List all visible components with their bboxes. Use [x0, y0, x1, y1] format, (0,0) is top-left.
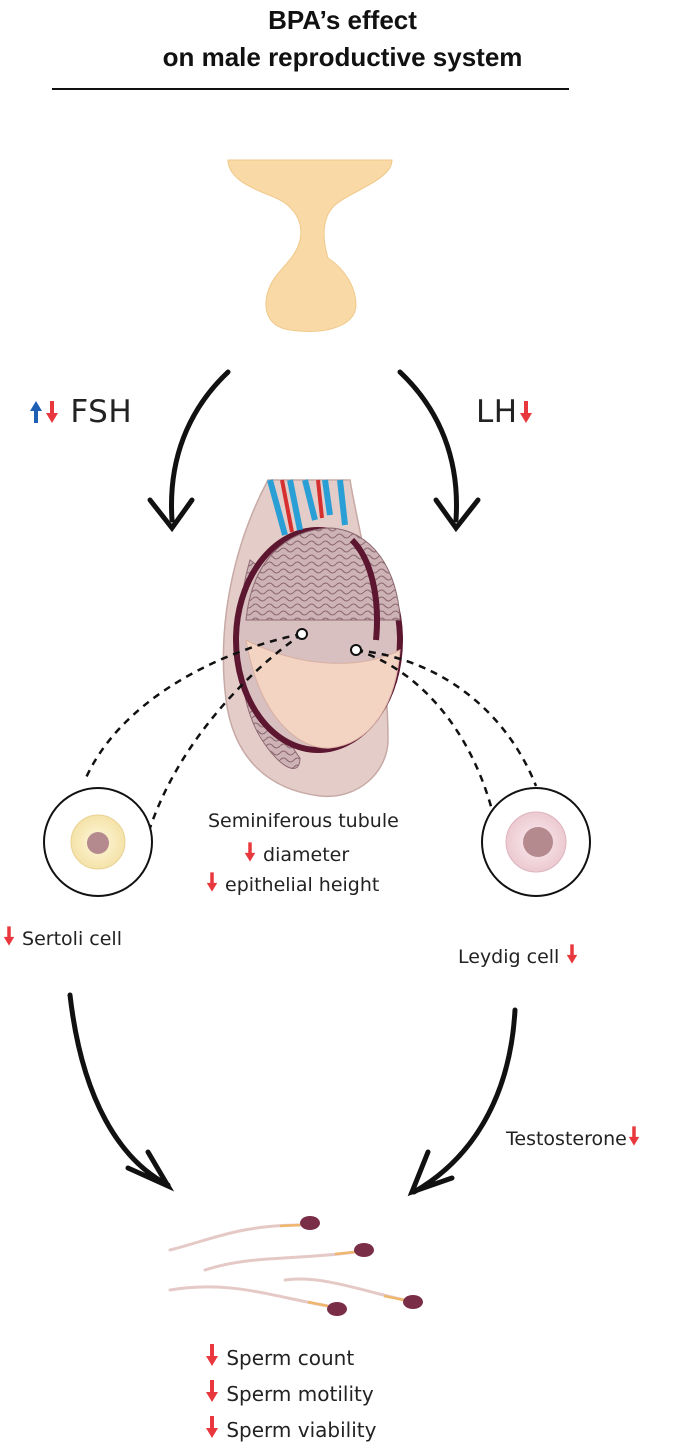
leydig-label: Leydig cell [458, 942, 579, 968]
down-arrow-icon [46, 401, 58, 423]
leydig-sample-point [350, 644, 362, 656]
down-arrow-icon [567, 944, 578, 964]
sperm-effect-text: Sperm count [226, 1346, 355, 1370]
sertoli-label: Sertoli cell [2, 924, 122, 950]
sperm-effect-motility: Sperm motility [204, 1378, 374, 1406]
sertoli-cell-illustration [43, 787, 153, 897]
connector-to-leydig [355, 648, 538, 811]
arrow-pituitary-to-testis-right [397, 369, 481, 533]
tubule-item-epithelial-height: epithelial height [205, 870, 379, 896]
testosterone-label: Testosterone [506, 1124, 641, 1150]
tubule-item-text: epithelial height [225, 874, 380, 896]
sperm-effect-viability: Sperm viability [204, 1414, 376, 1442]
fsh-text: FSH [70, 394, 133, 430]
title-line-2: on male reproductive system [162, 42, 523, 72]
testis-illustration [222, 479, 403, 798]
up-arrow-icon [30, 401, 42, 423]
sperm-effect-count: Sperm count [204, 1342, 354, 1370]
sperm-effect-text: Sperm motility [226, 1382, 374, 1406]
down-arrow-icon [206, 1380, 218, 1402]
diagram-title: BPA’s effect on male reproductive system [0, 2, 685, 76]
down-arrow-icon [206, 1416, 218, 1438]
sertoli-text: Sertoli cell [22, 928, 122, 950]
testosterone-text: Testosterone [506, 1128, 627, 1150]
title-underline [52, 88, 569, 90]
leydig-cell-illustration [481, 787, 591, 897]
connector-to-sertoli [83, 632, 303, 829]
down-arrow-icon [519, 401, 532, 423]
down-arrow-icon [628, 1126, 640, 1146]
down-arrow-icon [244, 842, 256, 862]
sperm-illustration [168, 1216, 423, 1316]
tubule-heading: Seminiferous tubule [208, 810, 399, 832]
title-line-1: BPA’s effect [268, 5, 417, 35]
down-arrow-icon [206, 1344, 218, 1366]
arrow-pituitary-to-testis-left [147, 369, 231, 533]
sperm-effect-text: Sperm viability [226, 1418, 377, 1442]
arrow-sertoli-to-sperm [67, 992, 175, 1192]
lh-text: LH [476, 394, 518, 430]
sertoli-sample-point [296, 628, 308, 640]
leydig-text: Leydig cell [458, 946, 560, 968]
down-arrow-icon [206, 872, 218, 892]
down-arrow-icon [3, 926, 15, 946]
pituitary-gland [227, 159, 393, 333]
fsh-label: FSH [28, 394, 132, 430]
tubule-item-diameter: diameter [243, 840, 349, 866]
lh-label: LH [476, 394, 534, 430]
tubule-item-text: diameter [263, 844, 350, 866]
arrow-leydig-to-sperm [407, 1007, 518, 1197]
